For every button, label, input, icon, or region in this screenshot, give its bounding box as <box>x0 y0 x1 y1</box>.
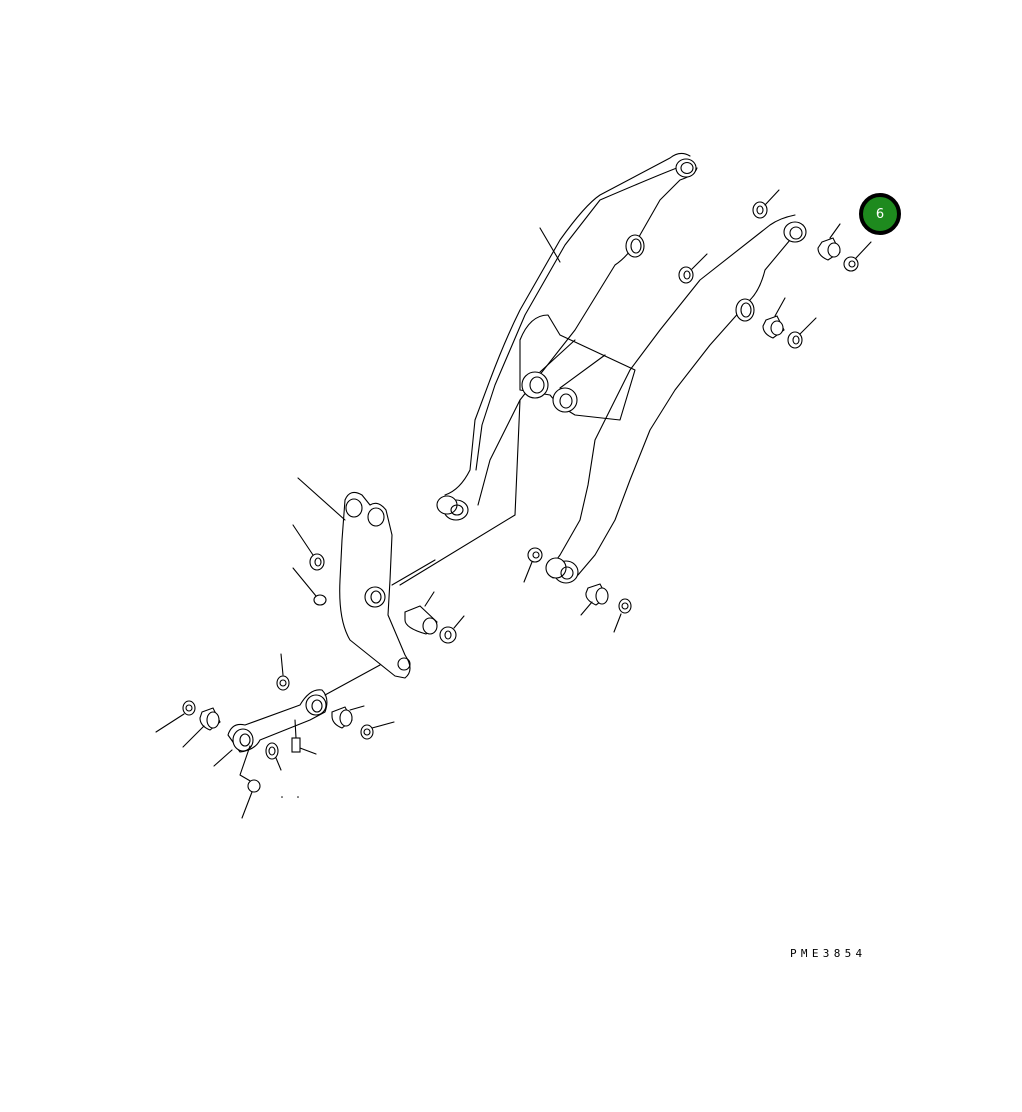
drawing-code: PME3854 <box>790 947 867 960</box>
lift-arm-right <box>545 214 807 584</box>
lift-arm-left <box>436 152 698 521</box>
small-parts <box>155 189 872 819</box>
callout-label: 6 <box>875 206 885 222</box>
bell-crank <box>297 477 436 679</box>
link-rod <box>227 664 381 753</box>
callout-badge[interactable]: 6 <box>859 193 901 235</box>
cross-tube-bracket <box>399 314 636 586</box>
